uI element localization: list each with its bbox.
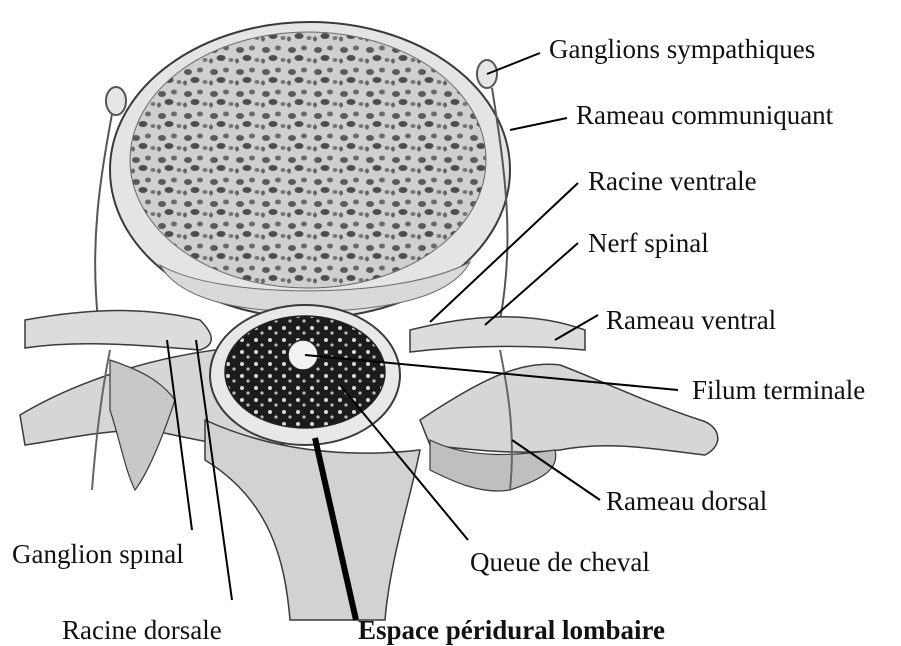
label-racine-dorsale: Racine dorsale xyxy=(62,617,222,644)
label-ganglion-spinal: Ganglion spınal xyxy=(12,541,184,568)
label-rameau-ventral: Rameau ventral xyxy=(606,307,776,334)
label-racine-ventrale: Racine ventrale xyxy=(588,168,757,195)
label-rameau-communiquant: Rameau communiquant xyxy=(576,102,833,129)
label-rameau-dorsal: Rameau dorsal xyxy=(606,488,767,515)
vertebral-body xyxy=(110,22,510,318)
label-filum-terminale: Filum terminale xyxy=(692,377,865,404)
label-espace-peridural-lombaire: Espace péridural lombaire xyxy=(358,617,665,644)
label-queue-de-cheval: Queue de cheval xyxy=(470,549,650,576)
label-ganglions-sympathiques: Ganglions sympathiques xyxy=(549,36,815,63)
label-nerf-spinal: Nerf spinal xyxy=(588,230,709,257)
